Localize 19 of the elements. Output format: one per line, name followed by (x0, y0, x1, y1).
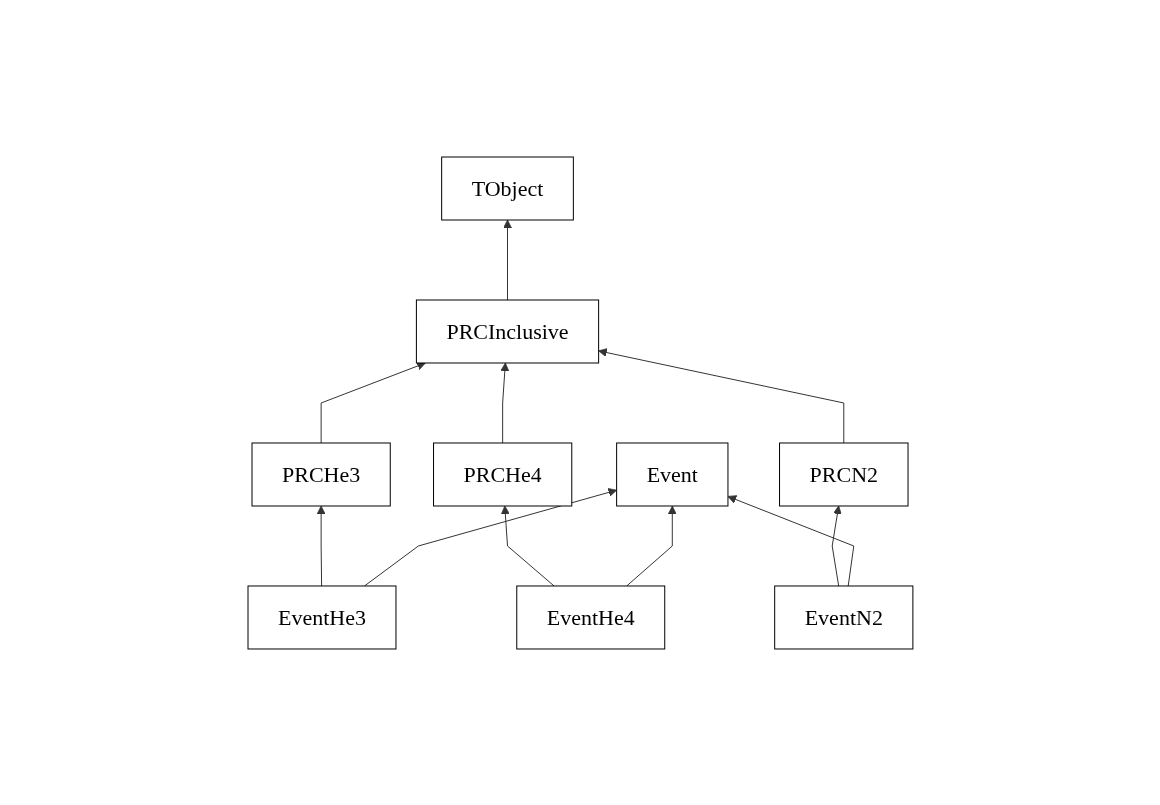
arrow (727, 494, 854, 586)
node-box: PRCHe3 (251, 442, 391, 506)
arrow (502, 219, 512, 300)
arrow (363, 487, 617, 586)
arrow (500, 362, 509, 443)
arrow (320, 361, 426, 443)
arrow (597, 347, 844, 443)
node-box: PRCHe4 (432, 442, 572, 506)
node-box: EventN2 (773, 585, 913, 649)
node-box: Event (615, 442, 728, 506)
node-box: PRCInclusive (415, 299, 599, 363)
arrow (625, 505, 677, 586)
node-box: PRCN2 (778, 442, 909, 506)
arrow (500, 505, 555, 586)
node-box: EventHe3 (247, 585, 396, 649)
arrow (316, 505, 326, 586)
arrow (831, 505, 842, 586)
node-box: TObject (440, 156, 574, 220)
node-box: EventHe4 (515, 585, 665, 649)
